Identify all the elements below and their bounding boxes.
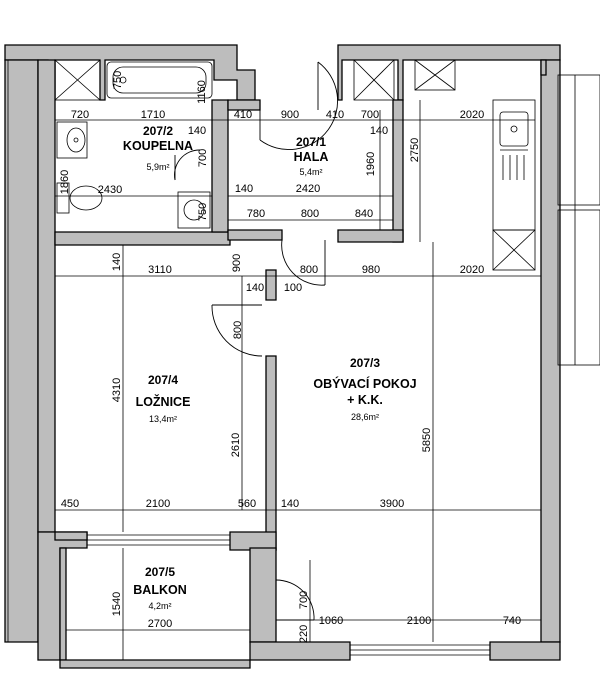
dim-750-top: 750 xyxy=(112,71,124,89)
dim-140-bath: 140 xyxy=(188,125,206,137)
dim-r1-410b: 410 xyxy=(326,109,344,121)
dim-r1-700: 700 xyxy=(361,109,379,121)
room-name-loznice: LOŽNICE xyxy=(136,394,191,409)
dim-1960: 1960 xyxy=(365,152,377,176)
dim-140-door: 140 xyxy=(246,282,264,294)
dim-2750: 2750 xyxy=(409,138,421,162)
dim-140-hall: 140 xyxy=(370,125,388,137)
dimension-lines xyxy=(55,100,541,660)
dim-3900: 3900 xyxy=(380,498,404,510)
dim-2020-r3: 2020 xyxy=(460,264,484,276)
dim-700-bath: 700 xyxy=(197,149,209,167)
dim-1060: 1060 xyxy=(319,615,343,627)
dim-220: 220 xyxy=(298,625,310,643)
dim-450: 450 xyxy=(61,498,79,510)
fixtures xyxy=(54,59,536,271)
room-number-loznice: 207/4 xyxy=(148,373,178,387)
dim-5850: 5850 xyxy=(421,428,433,452)
dim-800-hall: 800 xyxy=(301,208,319,220)
windows xyxy=(4,59,600,656)
dim-100: 100 xyxy=(284,282,302,294)
dim-2700: 2700 xyxy=(148,618,172,630)
dim-1860: 1860 xyxy=(59,170,71,194)
room-area-koupelna: 5,9m² xyxy=(146,162,169,172)
dim-140-r3: 140 xyxy=(111,253,123,271)
room-area-hala: 5,4m² xyxy=(299,167,322,177)
dim-900-r3: 900 xyxy=(231,254,243,272)
room-area-balkon: 4,2m² xyxy=(148,601,171,611)
room-name-obyvaci: OBÝVACÍ POKOJ xyxy=(313,376,416,391)
room-labels: 207/1 HALA 5,4m² 207/2 KOUPELNA 5,9m² 20… xyxy=(123,124,417,611)
room-number-hala: 207/1 xyxy=(296,135,326,149)
room-name-obyvaci-2: + K.K. xyxy=(347,393,383,407)
dim-750-wm: 750 xyxy=(197,203,209,221)
dim-800-door: 800 xyxy=(232,321,244,339)
room-area-loznice: 13,4m² xyxy=(149,414,177,424)
room-area-obyvaci: 28,6m² xyxy=(351,412,379,422)
room-number-balkon: 207/5 xyxy=(145,565,175,579)
dim-2610: 2610 xyxy=(230,433,242,457)
dim-2100-bottom: 2100 xyxy=(407,615,431,627)
dim-3110: 3110 xyxy=(148,264,172,276)
dim-140-r4: 140 xyxy=(281,498,299,510)
dim-r1-1710: 1710 xyxy=(141,109,165,121)
dim-1540: 1540 xyxy=(111,592,123,616)
room-name-balkon: BALKON xyxy=(133,583,186,597)
dim-2420: 2420 xyxy=(296,183,320,195)
room-name-koupelna: KOUPELNA xyxy=(123,139,193,153)
room-number-koupelna: 207/2 xyxy=(143,124,173,138)
dim-780: 780 xyxy=(247,208,265,220)
dim-980: 980 xyxy=(362,264,380,276)
dim-r1-2020: 2020 xyxy=(460,109,484,121)
dim-840: 840 xyxy=(355,208,373,220)
room-name-hala: HALA xyxy=(294,150,329,164)
dim-740: 740 xyxy=(503,615,521,627)
dim-r1-410a: 410 xyxy=(234,109,252,121)
dim-700-balcony: 700 xyxy=(298,591,310,609)
dim-r1-720: 720 xyxy=(71,109,89,121)
dim-2430: 2430 xyxy=(98,184,122,196)
dim-4310: 4310 xyxy=(111,378,123,402)
dimension-texts: 720 1710 410 900 410 700 2020 750 1160 1… xyxy=(59,71,521,643)
dim-800-r3: 800 xyxy=(300,264,318,276)
dim-560: 560 xyxy=(238,498,256,510)
dim-r1-900: 900 xyxy=(281,109,299,121)
room-number-obyvaci: 207/3 xyxy=(350,356,380,370)
walls xyxy=(4,44,561,669)
dim-140-mid: 140 xyxy=(235,183,253,195)
dim-2100-r4: 2100 xyxy=(146,498,170,510)
dim-1160: 1160 xyxy=(196,80,208,104)
